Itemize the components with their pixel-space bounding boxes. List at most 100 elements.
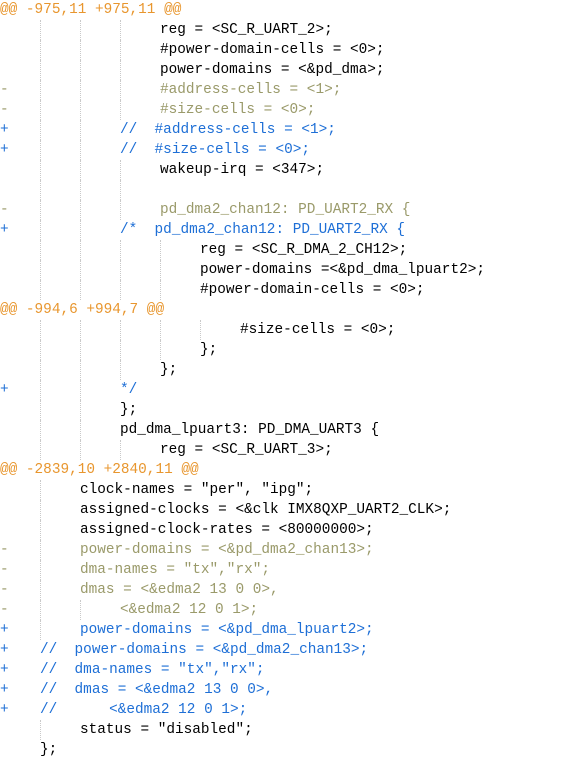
diff-line: + // <&edma2 12 0 1>; [0, 700, 570, 720]
indent-guide [80, 380, 81, 400]
hunk-header: @@ -994,6 +994,7 @@ [0, 300, 570, 320]
added-marker: + [0, 122, 9, 138]
line-code: reg = <SC_R_UART_3>; [160, 442, 333, 458]
diff-line: - dmas = <&edma2 13 0 0>, [0, 580, 570, 600]
line-code: clock-names = "per", "ipg"; [80, 482, 314, 498]
indent-guide [40, 100, 41, 120]
indent-guide [160, 320, 161, 340]
added-marker: + [0, 222, 9, 238]
indent-guide [80, 240, 81, 260]
line-code: /* pd_dma2_chan12: PD_UART2_RX { [120, 222, 405, 238]
indent-guide [120, 20, 121, 40]
indent-guide [40, 720, 41, 740]
indent-guide [40, 520, 41, 540]
indent-guide [40, 40, 41, 60]
indent-guide [40, 60, 41, 80]
indent-guide [120, 320, 121, 340]
diff-line: }; [0, 740, 570, 760]
added-marker: + [0, 682, 9, 698]
indent-guide [40, 420, 41, 440]
indent-guide [160, 340, 161, 360]
indent-guide [120, 180, 121, 200]
diff-line: -#size-cells = <0>; [0, 100, 570, 120]
diff-line: status = "disabled"; [0, 720, 570, 740]
diff-line: }; [0, 340, 570, 360]
line-code: // <&edma2 12 0 1>; [40, 702, 248, 718]
indent-guide [40, 120, 41, 140]
line-code: dma-names = "tx","rx"; [80, 562, 270, 578]
diff-line: -pd_dma2_chan12: PD_UART2_RX { [0, 200, 570, 220]
indent-guide [80, 180, 81, 200]
line-code: // dma-names = "tx","rx"; [40, 662, 265, 678]
diff-line: assigned-clocks = <&clk IMX8QXP_UART2_CL… [0, 500, 570, 520]
added-marker: + [0, 622, 9, 638]
diff-line: -dma-names = "tx","rx"; [0, 560, 570, 580]
removed-marker: - [0, 102, 9, 118]
line-code: }; [120, 402, 138, 418]
indent-guide [80, 220, 81, 240]
diff-line: -<&edma2 12 0 1>; [0, 600, 570, 620]
line-code: */ [120, 382, 138, 398]
diff-line: + */ [0, 380, 570, 400]
indent-guide [80, 100, 81, 120]
diff-line: +// #size-cells = <0>; [0, 140, 570, 160]
indent-guide [120, 160, 121, 180]
line-code: #power-domain-cells = <0>; [160, 42, 385, 58]
line-code: // dmas = <&edma2 13 0 0>, [40, 682, 274, 698]
indent-guide [40, 600, 41, 620]
indent-guide [40, 320, 41, 340]
added-marker: + [0, 702, 9, 718]
indent-guide [40, 240, 41, 260]
line-code: pd_dma_lpuart3: PD_DMA_UART3 { [120, 422, 380, 438]
indent-guide [120, 340, 121, 360]
added-marker: + [0, 662, 9, 678]
line-code: // power-domains = <&pd_dma2_chan13>; [40, 642, 369, 658]
indent-guide [120, 260, 121, 280]
line-code: }; [200, 342, 218, 358]
indent-guide [40, 280, 41, 300]
indent-guide [40, 360, 41, 380]
diff-line: -power-domains = <&pd_dma2_chan13>; [0, 540, 570, 560]
diff-line: pd_dma_lpuart3: PD_DMA_UART3 { [0, 420, 570, 440]
indent-guide [40, 620, 41, 640]
hunk-header: @@ -975,11 +975,11 @@ [0, 0, 570, 20]
diff-line: + /* pd_dma2_chan12: PD_UART2_RX { [0, 220, 570, 240]
indent-guide [80, 120, 81, 140]
diff-line: power-domains = <&pd_dma>; [0, 60, 570, 80]
removed-marker: - [0, 202, 9, 218]
indent-guide [120, 360, 121, 380]
line-code: // #size-cells = <0>; [120, 142, 310, 158]
indent-guide [40, 220, 41, 240]
diff-line: reg = <SC_R_UART_2>; [0, 20, 570, 40]
line-code: <&edma2 12 0 1>; [120, 602, 259, 618]
line-code: power-domains = <&pd_dma2_chan13>; [80, 542, 374, 558]
indent-guide [40, 380, 41, 400]
line-code: }; [40, 742, 58, 758]
added-marker: + [0, 382, 9, 398]
indent-guide [80, 320, 81, 340]
indent-guide [80, 600, 81, 620]
line-code: }; [160, 362, 178, 378]
diff-line: #power-domain-cells = <0>; [0, 40, 570, 60]
line-code: reg = <SC_R_UART_2>; [160, 22, 333, 38]
indent-guide [120, 240, 121, 260]
indent-guide [200, 320, 201, 340]
indent-guide [40, 140, 41, 160]
indent-guide [40, 260, 41, 280]
indent-guide [80, 260, 81, 280]
diff-line: + // #address-cells = <1>; [0, 120, 570, 140]
diff-line: clock-names = "per", "ipg"; [0, 480, 570, 500]
indent-guide [80, 340, 81, 360]
line-code: power-domains = <&pd_dma>; [160, 62, 385, 78]
line-code: // #address-cells = <1>; [120, 122, 336, 138]
line-code: dmas = <&edma2 13 0 0>, [80, 582, 279, 598]
indent-guide [40, 500, 41, 520]
removed-marker: - [0, 582, 9, 598]
indent-guide [80, 80, 81, 100]
removed-marker: - [0, 82, 9, 98]
diff-line: #power-domain-cells = <0>; [0, 280, 570, 300]
diff-line: #size-cells = <0>; [0, 320, 570, 340]
indent-guide [120, 280, 121, 300]
line-code: status = "disabled"; [80, 722, 253, 738]
